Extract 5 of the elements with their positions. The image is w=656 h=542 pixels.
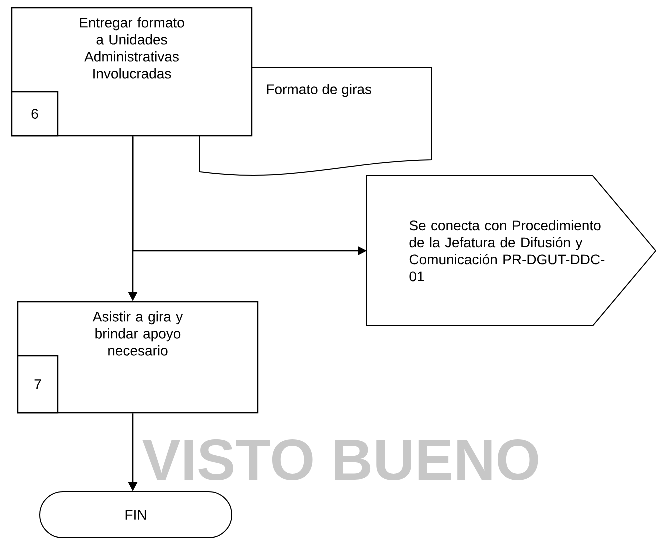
step-number: 6 xyxy=(11,91,59,137)
step-number: 7 xyxy=(17,355,59,414)
stamp-text: VISTO BUENO xyxy=(142,439,538,481)
off-page-connector: Se conecta con Procedimiento de la Jefatura de Difusión y Comunicación PR-DGUT-DDC-01 xyxy=(366,176,656,326)
terminator: FIN xyxy=(40,492,232,538)
